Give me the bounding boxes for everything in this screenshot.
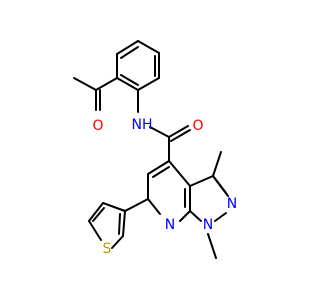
atom-labels: O O NH N N N S bbox=[92, 117, 237, 257]
structure-svg: O O NH N N N S bbox=[73, 40, 237, 259]
pyrazole-n1-label: N bbox=[203, 217, 213, 233]
thiophene-s-label: S bbox=[103, 241, 112, 257]
oxygen-ketone-label: O bbox=[92, 118, 103, 134]
bonds bbox=[73, 40, 229, 259]
pyridine-n-label: N bbox=[165, 217, 175, 233]
pyrazole-n2-label: N bbox=[227, 196, 237, 212]
amide-nh-label: NH bbox=[132, 117, 153, 133]
oxygen-amide-label: O bbox=[192, 118, 203, 134]
molecule-diagram: O O NH N N N S bbox=[73, 40, 237, 259]
